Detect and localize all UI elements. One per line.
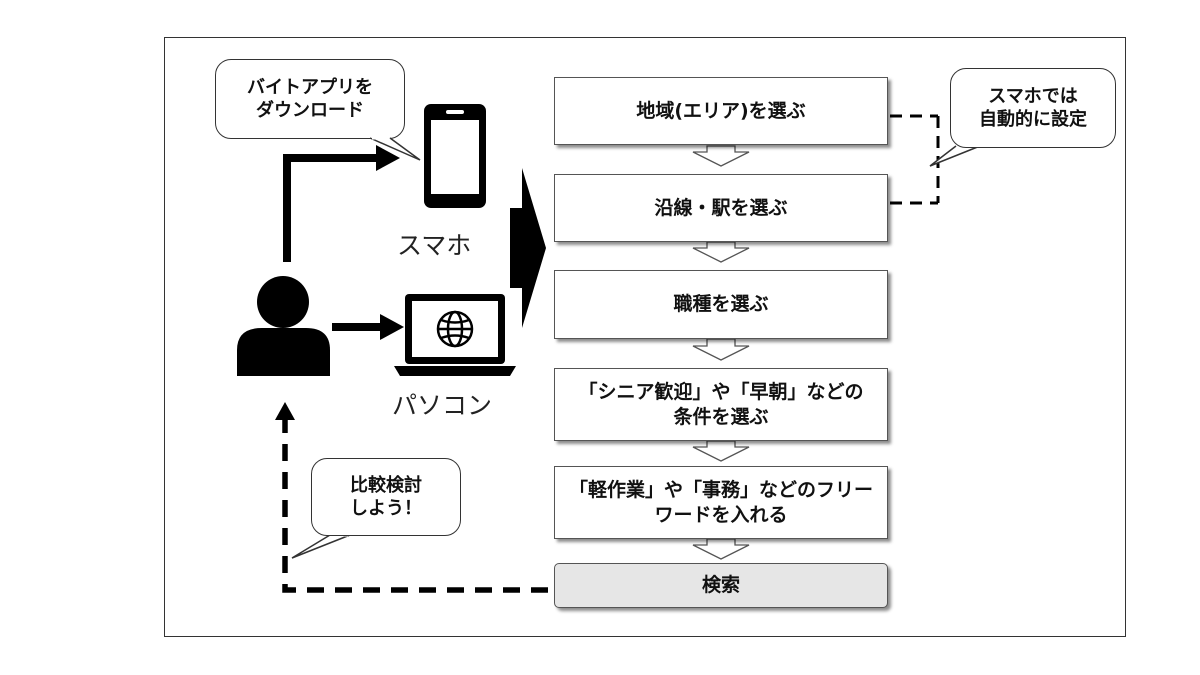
return-connector <box>275 402 548 593</box>
search-button[interactable]: 検索 <box>554 563 888 608</box>
step-select-conditions: 「シニア歓迎」や「早朝」などの 条件を選ぶ <box>554 368 888 441</box>
arrow-to-pc <box>332 314 404 340</box>
step-arrows <box>692 145 750 560</box>
bubble-app-download: バイトアプリを ダウンロード <box>215 59 405 139</box>
step-enter-keywords: 「軽作業」や「事務」などのフリー ワードを入れる <box>554 466 888 539</box>
big-arrow <box>510 168 546 328</box>
smartphone-icon <box>424 104 486 208</box>
pc-label: パソコン <box>392 391 493 420</box>
bubble-auto-set: スマホでは 自動的に設定 <box>950 68 1116 148</box>
person-icon <box>237 276 330 376</box>
globe-icon <box>436 310 474 348</box>
step-select-line-station: 沿線・駅を選ぶ <box>554 174 888 242</box>
step-select-area: 地域(エリア)を選ぶ <box>554 77 888 145</box>
arrow-to-smartphone <box>283 145 400 262</box>
step-select-job-type: 職種を選ぶ <box>554 270 888 339</box>
bubble-compare: 比較検討 しよう！ <box>311 458 461 536</box>
smartphone-label: スマホ <box>397 231 472 260</box>
